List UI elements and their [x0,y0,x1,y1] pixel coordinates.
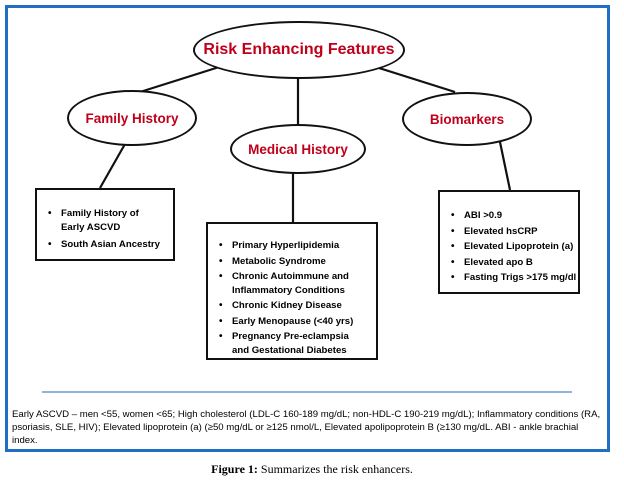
footnote: Early ASCVD – men <55, women <65; High c… [12,409,601,447]
medical-history-list: Primary Hyperlipidemia Metabolic Syndrom… [208,239,376,357]
list-item: ABI >0.9 [451,209,578,223]
connector-family-box [99,143,126,189]
list-item: Pregnancy Pre-eclampsia and Gestational … [219,330,357,357]
list-item: Early Menopause (<40 yrs) [219,315,376,329]
list-item: Elevated hsCRP [451,225,578,239]
family-history-label: Family History [85,110,179,126]
divider [42,391,572,393]
list-item: Chronic Autoimmune and Inflammatory Cond… [219,270,350,297]
list-item: South Asian Ancestry [48,238,173,252]
root-node-label: Risk Enhancing Features [203,41,395,58]
family-history-list: Family History of Early ASCVD South Asia… [37,207,173,252]
family-history-box: Family History of Early ASCVD South Asia… [35,188,175,261]
medical-history-box: Primary Hyperlipidemia Metabolic Syndrom… [206,222,378,360]
biomarkers-list: ABI >0.9 Elevated hsCRP Elevated Lipopro… [440,209,578,285]
figure-caption: Figure 1: Summarizes the risk enhancers. [0,462,624,477]
biomarkers-box: ABI >0.9 Elevated hsCRP Elevated Lipopro… [438,190,580,294]
list-item: Elevated apo B [451,256,578,270]
list-item: Elevated Lipoprotein (a) [451,240,578,254]
list-item: Metabolic Syndrome [219,255,376,269]
caption-label: Figure 1: [211,462,258,476]
connector-biomarkers-box [498,141,512,191]
list-item: Family History of Early ASCVD [48,207,156,234]
caption-text: Summarizes the risk enhancers. [257,462,413,476]
biomarkers-label: Biomarkers [429,111,505,127]
root-node: Risk Enhancing Features [193,21,405,79]
list-item: Fasting Trigs >175 mg/dl [451,271,578,285]
biomarkers-node: Biomarkers [402,92,532,146]
medical-history-label: Medical History [248,141,348,157]
list-item: Chronic Kidney Disease [219,299,376,313]
list-item: Primary Hyperlipidemia [219,239,376,253]
medical-history-node: Medical History [230,124,366,174]
family-history-node: Family History [67,90,197,146]
